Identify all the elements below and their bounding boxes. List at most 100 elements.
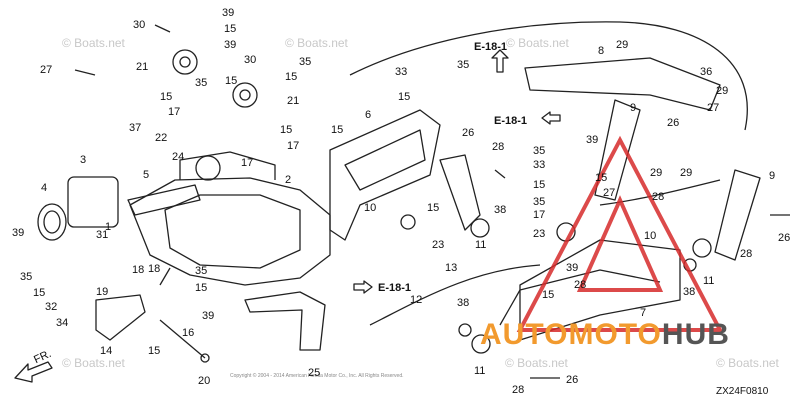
cable-13 [369,264,541,326]
callout: 15 [533,179,546,191]
reference-label: E-18-1 [494,115,528,127]
callout: 15 [160,91,173,103]
bar-9a [594,99,641,201]
callout: 28 [740,248,753,260]
callout: 1 [105,221,112,233]
watermark: © Boats.net [62,36,125,50]
callout: 32 [45,301,58,313]
watermark: © Boats.net [285,36,348,50]
logo-part-b: HUB [661,318,730,351]
callout: 11 [475,239,487,251]
callout: 23 [432,239,445,251]
callout: 17 [241,157,254,169]
callout: 4 [41,182,48,194]
bracket-7 [519,239,681,341]
callout: 39 [224,39,237,51]
callout: 10 [644,230,657,242]
callout: 16 [182,327,195,339]
callout: 19 [96,286,109,298]
callout: 9 [769,170,776,182]
main-housing [129,177,331,286]
callout: 39 [12,227,25,239]
callout: 18 [148,263,161,275]
callout: 3 [80,154,87,166]
callout: 6 [365,109,372,121]
bar-9b [714,169,761,261]
callout: 15 [542,289,555,301]
callout: 25 [308,367,321,379]
callout: 12 [410,294,423,306]
watermark: © Boats.net [716,356,779,370]
callout: 38 [457,297,470,309]
rod-20 [159,319,206,359]
callout: 20 [198,375,211,387]
callout: 30 [244,54,257,66]
callout: 29 [616,39,629,51]
callout: 37 [129,122,142,134]
callout: 15 [595,172,608,184]
callout: 23 [533,228,546,240]
callout: 26 [566,374,579,386]
callout: 35 [457,59,470,71]
callout: 15 [398,91,411,103]
callout: 29 [650,167,663,179]
callout: 35 [533,145,546,157]
callout: 11 [474,365,486,377]
callout: 38 [683,286,696,298]
callout: 15 [285,71,298,83]
bracket-8 [524,57,721,111]
link-25 [244,291,326,351]
callout: 39 [586,134,599,146]
callout: 39 [202,310,215,322]
housing-3 [67,176,119,228]
logo-triangle-outer [516,135,724,332]
callout: 27 [707,102,720,114]
callout: 17 [168,106,181,118]
callout: 34 [56,317,69,329]
callout: 21 [136,61,149,73]
watermark: © Boats.net [505,356,568,370]
callout: 15 [331,124,344,136]
callout: 35 [195,265,208,277]
callout: 39 [222,7,235,19]
logo-triangle-inner [576,195,664,292]
callout: 35 [299,56,312,68]
callout: 2 [285,174,292,186]
callout: 35 [20,271,33,283]
callout: 7 [640,307,647,319]
callout: 35 [533,196,546,208]
cable-top [349,21,748,131]
arm-12 [439,154,481,231]
callout: 21 [287,95,300,107]
watermark: © Boats.net [506,36,569,50]
cover-14 [95,294,146,341]
callout: 17 [533,209,546,221]
cable-10 [599,179,721,206]
callout: 15 [148,345,161,357]
callout: 9 [630,102,637,114]
callout: 36 [700,66,713,78]
callout: 31 [96,229,109,241]
callout: 8 [598,45,605,57]
callout: 24 [172,151,185,163]
callout: 22 [155,132,168,144]
callout: 35 [195,77,208,89]
callout: 26 [462,127,475,139]
callout: 26 [778,232,791,244]
callout: 13 [445,262,458,274]
callout: 27 [603,187,616,199]
callout: 38 [494,204,507,216]
callout: 30 [133,19,146,31]
callout: 14 [100,345,113,357]
callout: 15 [280,124,293,136]
callout: 28 [652,191,665,203]
callout: 28 [512,384,525,396]
callout: 15 [225,75,238,87]
callout: 5 [143,169,150,181]
callout: 28 [574,279,587,291]
callout: 15 [427,202,440,214]
callout: 33 [533,159,546,171]
callout: 15 [195,282,208,294]
bracket-1 [127,184,201,216]
